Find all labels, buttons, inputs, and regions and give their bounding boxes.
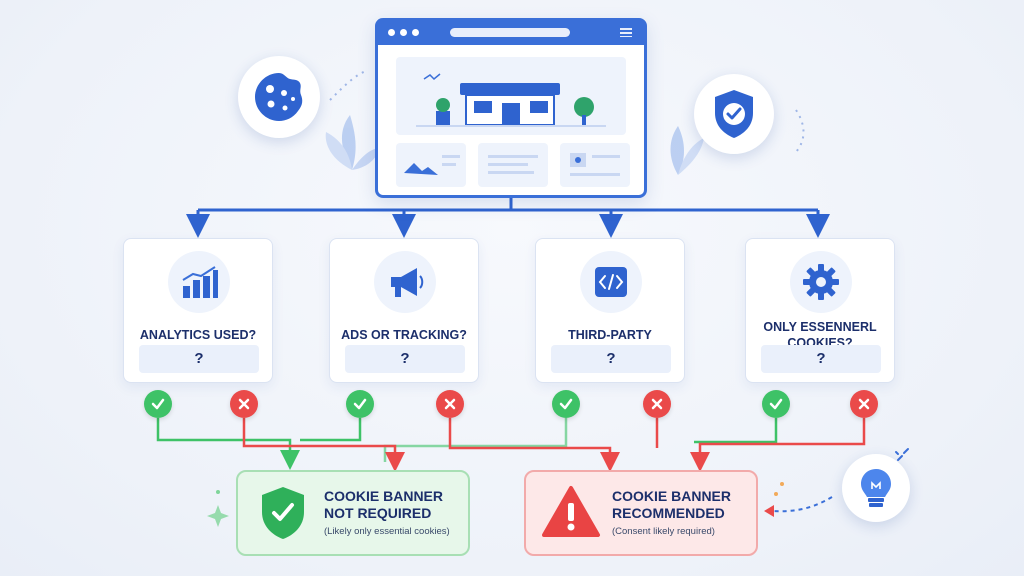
x-icon xyxy=(651,398,663,410)
yes-path-1 xyxy=(156,418,300,470)
content-card-media xyxy=(560,143,630,187)
yes-button[interactable] xyxy=(144,390,172,418)
result-subtitle: (Likely only essential cookies) xyxy=(324,526,450,537)
answer-field[interactable]: ? xyxy=(551,345,671,373)
check-icon xyxy=(353,398,367,410)
no-button[interactable] xyxy=(850,390,878,418)
no-path-4 xyxy=(690,418,866,472)
address-bar xyxy=(450,28,570,37)
hint-arrowhead xyxy=(764,505,774,517)
website-browser-window xyxy=(375,18,647,198)
code-embed-icon xyxy=(580,251,642,313)
megaphone-icon xyxy=(374,251,436,313)
cookie-icon xyxy=(238,56,320,138)
result-not-required: COOKIE BANNER NOT REQUIRED (Likely only … xyxy=(236,470,470,556)
answer-field[interactable]: ? xyxy=(345,345,465,373)
check-icon xyxy=(151,398,165,410)
x-icon xyxy=(238,398,250,410)
question-label: ADS OR TRACKING? xyxy=(341,328,467,342)
result-title: COOKIE BANNER NOT REQUIRED xyxy=(324,488,444,521)
analytics-chart-icon xyxy=(168,251,230,313)
question-card-third-party: THIRD-PARTY EMBEDS? ? xyxy=(535,238,685,383)
yes-button[interactable] xyxy=(762,390,790,418)
answer-field[interactable]: ? xyxy=(139,345,259,373)
window-dot xyxy=(400,29,407,36)
result-title: COOKIE BANNER RECOMMENDED xyxy=(612,488,732,521)
question-card-ads-tracking: ADS OR TRACKING? ? xyxy=(329,238,479,383)
window-dot xyxy=(388,29,395,36)
x-icon xyxy=(858,398,870,410)
no-button[interactable] xyxy=(643,390,671,418)
question-card-analytics: ANALYTICS USED? ? xyxy=(123,238,273,383)
menu-icon xyxy=(620,28,632,37)
plant-decoration-left xyxy=(325,115,380,170)
lightbulb-rays-icon xyxy=(895,448,909,461)
yes-button[interactable] xyxy=(552,390,580,418)
storefront-illustration xyxy=(396,57,626,135)
content-card-text xyxy=(478,143,548,187)
gear-icon xyxy=(790,251,852,313)
answer-field[interactable]: ? xyxy=(761,345,881,373)
check-icon xyxy=(769,398,783,410)
x-icon xyxy=(444,398,456,410)
storefront-icon xyxy=(416,73,606,127)
shield-check-icon xyxy=(694,74,774,154)
result-subtitle: (Consent likely required) xyxy=(612,526,715,537)
yes-path-4 xyxy=(694,418,778,444)
yes-path-3 xyxy=(383,418,568,462)
yes-path-2 xyxy=(300,418,362,442)
content-card-image xyxy=(396,143,466,187)
yes-button[interactable] xyxy=(346,390,374,418)
check-icon xyxy=(559,398,573,410)
shield-check-icon xyxy=(256,484,310,547)
result-recommended: COOKIE BANNER RECOMMENDED (Consent likel… xyxy=(524,470,758,556)
window-dot xyxy=(412,29,419,36)
hint-dashed-line xyxy=(771,496,833,513)
question-card-essential: ONLY ESSENNERL COOKIES? ? xyxy=(745,238,895,383)
browser-toolbar xyxy=(378,21,644,45)
no-button[interactable] xyxy=(436,390,464,418)
no-path-1 xyxy=(242,418,405,472)
no-button[interactable] xyxy=(230,390,258,418)
lightbulb-icon xyxy=(842,454,910,522)
question-label: ANALYTICS USED? xyxy=(139,328,257,342)
plant-decoration-right xyxy=(670,126,704,175)
warning-icon xyxy=(540,484,602,545)
no-path-2 xyxy=(448,418,620,472)
